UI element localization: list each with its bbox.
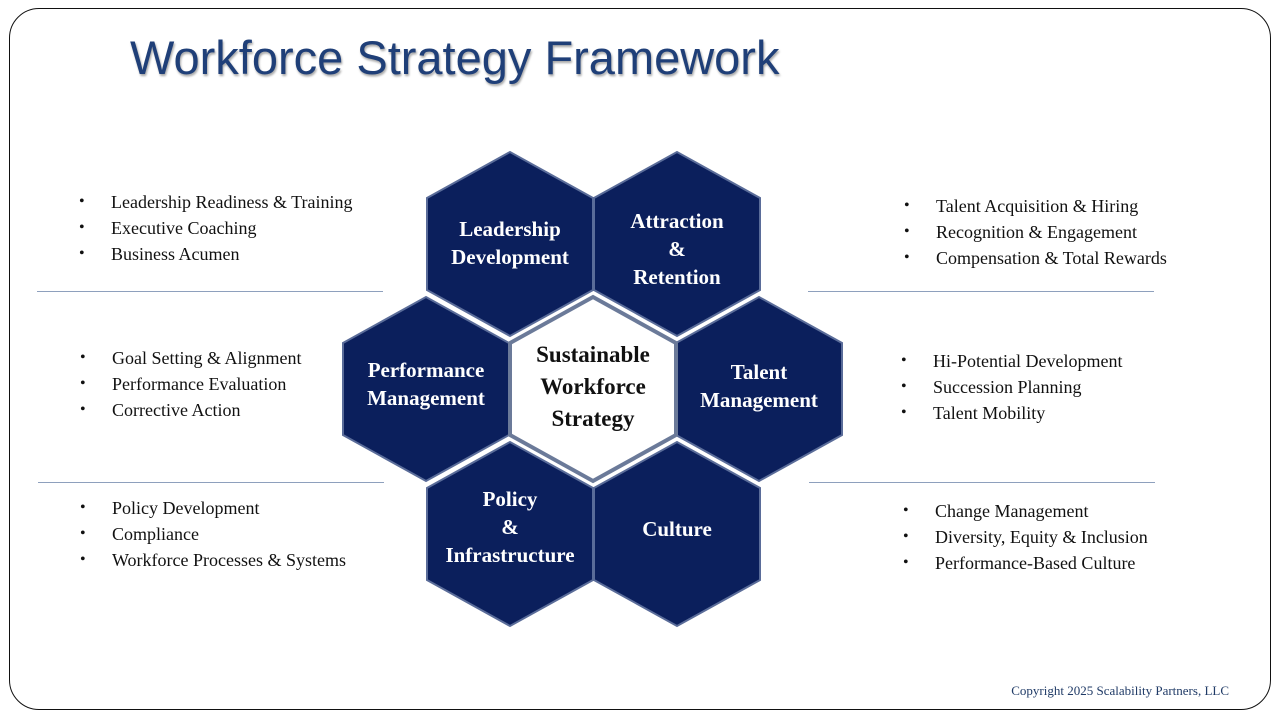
copyright-notice: Copyright 2025 Scalability Partners, LLC [1011,683,1229,698]
hex-attraction [593,150,761,338]
divider-left-bottom [38,482,384,483]
talent-bullet-list: Hi-Potential Development Succession Plan… [901,348,1122,426]
list-item: Policy Development [80,495,346,521]
hex-center-label: Sustainable Workforce Strategy [510,339,676,435]
list-item: Business Acumen [79,241,352,267]
list-item: Compliance [80,521,346,547]
center-label-line: Strategy [551,406,635,431]
hex-label-line: Retention [633,265,721,289]
hex-talent-label: Talent Management [676,357,842,415]
list-item: Succession Planning [901,374,1122,400]
center-label-line: Workforce [540,374,646,399]
performance-bullet-list: Goal Setting & Alignment Performance Eva… [80,345,302,423]
hex-attraction-label: Attraction & Retention [594,206,760,292]
hex-label-line: Attraction [630,209,724,233]
hex-label-line: Performance [367,358,485,382]
divider-right-bottom [809,482,1155,483]
list-item: Hi-Potential Development [901,348,1122,374]
hex-performance-label: Performance Management [343,355,509,413]
hex-label-line: & [501,515,519,539]
hex-label-line: & [668,237,686,261]
list-item: Talent Mobility [901,400,1122,426]
leadership-bullet-list: Leadership Readiness & Training Executiv… [79,189,352,267]
list-item: Goal Setting & Alignment [80,345,302,371]
hex-label-line: Infrastructure [445,543,575,567]
hex-policy-label: Policy & Infrastructure [427,484,593,570]
center-label-line: Sustainable [536,342,650,367]
list-item: Diversity, Equity & Inclusion [903,524,1148,550]
hex-leadership-label: Leadership Development [427,214,593,272]
list-item: Recognition & Engagement [904,219,1167,245]
hex-culture-label: Culture [594,514,760,544]
list-item: Corrective Action [80,397,302,423]
hex-label-line: Talent [730,360,788,384]
hex-label-line: Management [367,386,485,410]
policy-bullet-list: Policy Development Compliance Workforce … [80,495,346,573]
list-item: Performance-Based Culture [903,550,1148,576]
hex-label-line: Culture [642,517,712,541]
list-item: Compensation & Total Rewards [904,245,1167,271]
hex-center [508,294,678,484]
list-item: Leadership Readiness & Training [79,189,352,215]
list-item: Performance Evaluation [80,371,302,397]
culture-bullet-list: Change Management Diversity, Equity & In… [903,498,1148,576]
list-item: Workforce Processes & Systems [80,547,346,573]
hex-culture [593,440,761,628]
list-item: Executive Coaching [79,215,352,241]
hex-label-line: Development [451,245,569,269]
divider-left-top [37,291,383,292]
attraction-bullet-list: Talent Acquisition & Hiring Recognition … [904,193,1167,271]
slide-title: Workforce Strategy Framework [130,31,780,84]
hex-label-line: Leadership [459,217,561,241]
hex-label-line: Policy [482,487,538,511]
list-item: Talent Acquisition & Hiring [904,193,1167,219]
hex-label-line: Management [700,388,818,412]
divider-right-top [808,291,1154,292]
list-item: Change Management [903,498,1148,524]
